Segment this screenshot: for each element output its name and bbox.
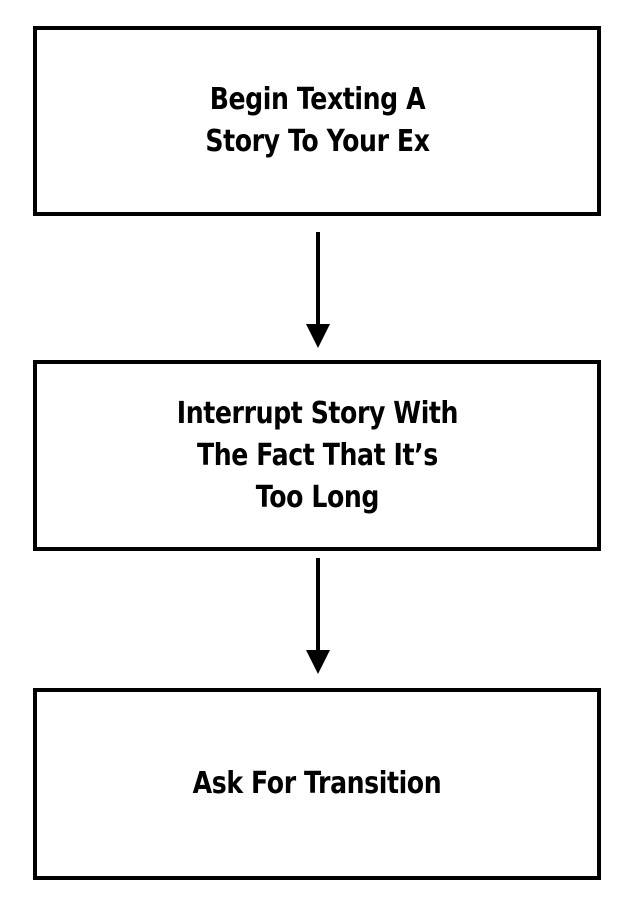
flow-step-3-line-1: Ask For Transition [192,766,442,801]
flow-step-1-label: Begin Texting A Story To Your Ex [204,79,430,163]
flow-step-2-line-3: Too Long [255,479,379,515]
flow-step-1: Begin Texting A Story To Your Ex [33,26,601,216]
flow-step-2-line-1: Interrupt Story With [176,395,458,431]
arrow-down-icon [306,232,330,348]
flow-step-1-line-2: Story To Your Ex [204,124,430,159]
flow-arrow-1 [305,232,331,350]
flow-step-2-label: Interrupt Story With The Fact That It’s … [176,393,458,519]
flow-step-3-label: Ask For Transition [193,763,442,805]
flow-arrow-2 [305,558,331,676]
arrow-down-icon [306,558,330,674]
flow-step-2: Interrupt Story With The Fact That It’s … [33,360,601,551]
flow-step-2-line-2: The Fact That It’s [196,437,438,473]
flow-step-1-line-1: Begin Texting A [209,82,425,117]
flow-step-3: Ask For Transition [33,688,601,880]
